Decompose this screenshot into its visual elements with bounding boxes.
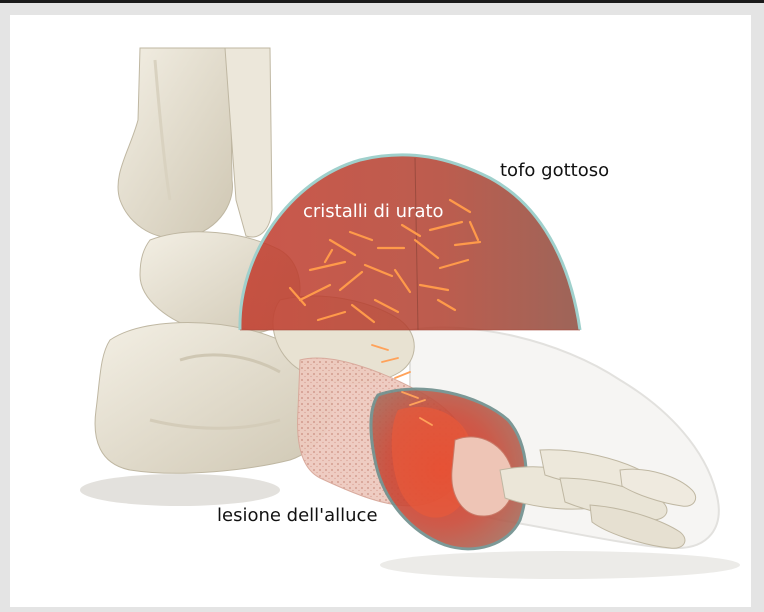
illustration-frame: tofo gottoso cristalli di urato lesione … (10, 15, 751, 607)
label-urate-crystals: cristalli di urato (303, 203, 444, 221)
leg-bones (118, 48, 272, 238)
foot-gout-illustration (10, 15, 751, 607)
label-toe-lesion: lesione dell'alluce (217, 507, 378, 525)
label-tophus: tofo gottoso (500, 162, 609, 180)
top-border (0, 0, 764, 3)
gouty-tophus (240, 155, 580, 330)
